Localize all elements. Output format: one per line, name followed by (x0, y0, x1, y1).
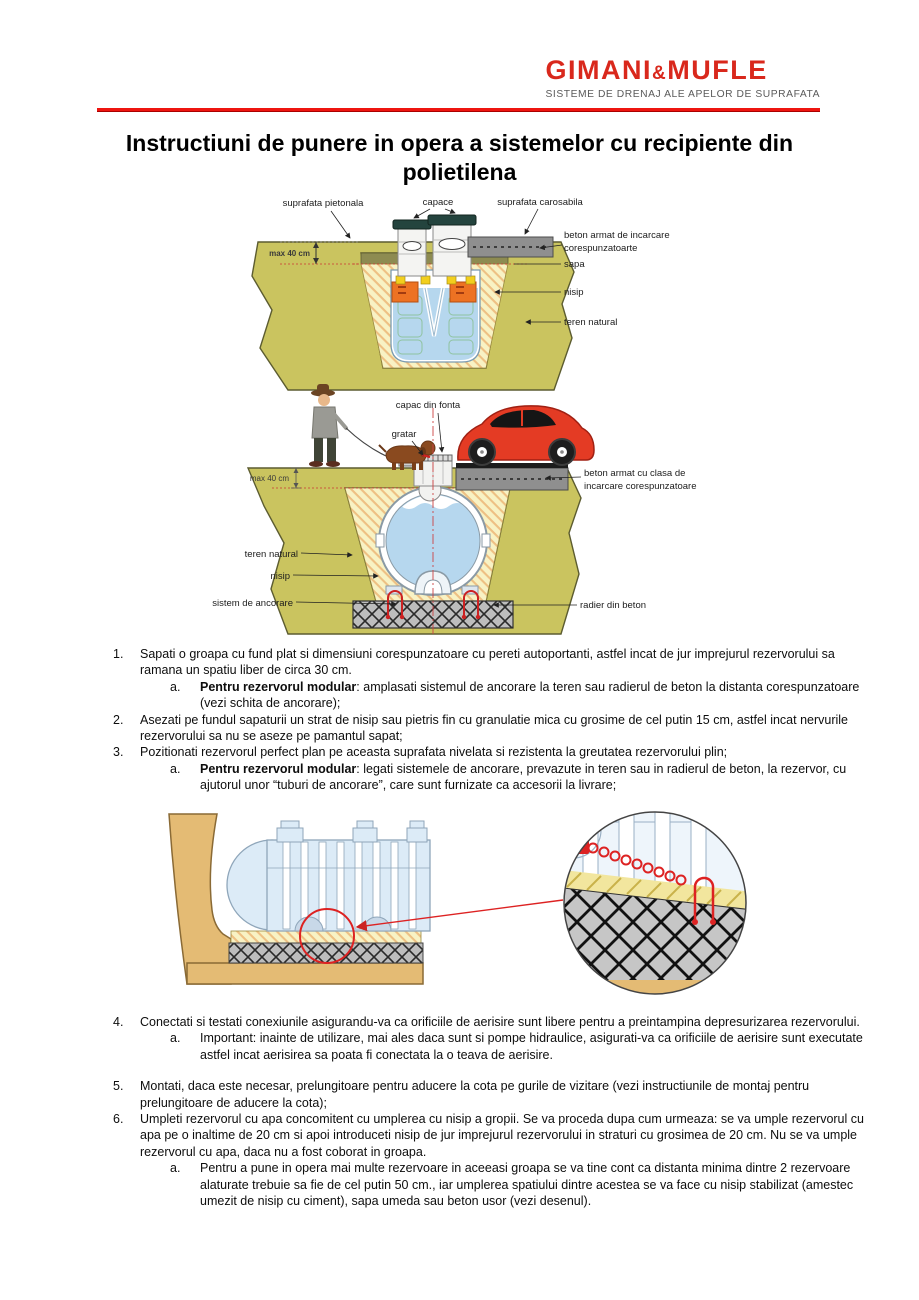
subitem-rest: Pentru a pune in opera mai multe rezervo… (200, 1161, 854, 1209)
item-number: 3. (113, 745, 124, 760)
concrete-slab (467, 236, 554, 258)
diagram-modular-tank-section: max 40 cm suprafata pietonala capace sup… (251, 197, 670, 391)
soil-tan (168, 813, 424, 985)
subitem-text: Pentru rezervorul modular: amplasati sis… (200, 679, 865, 712)
subitem-text: Pentru a pune in opera mai multe rezervo… (200, 1160, 865, 1209)
item-text: Sapati o groapa cu fund plat si dimensiu… (140, 647, 835, 678)
label-gratar: gratar (392, 429, 417, 440)
label-capace: capace (423, 197, 454, 208)
item-text: Montati, daca este necesar, prelungitoar… (140, 1079, 810, 1110)
detail-view-border (563, 811, 747, 995)
label-capac-din-fonta: capac din fonta (396, 400, 461, 411)
brand-part2: MUFLE (667, 55, 768, 85)
sand-layer (230, 930, 422, 944)
subitem-letter: a. (170, 679, 181, 694)
diagram-cylindrical-tank-section: max 40 cm capac din fonta gratar beton a… (212, 384, 696, 635)
modular-tank (226, 820, 431, 932)
subitem-letter: a. (170, 1161, 181, 1176)
label-teren-natural: teren natural (564, 317, 617, 328)
dimension-max40: max 40 cm (269, 241, 358, 265)
label-sistem-ancorare: sistem de ancorare (212, 598, 293, 609)
dimension-max40: max 40 cm (250, 467, 301, 489)
anchor-blocks (391, 275, 477, 303)
label-sapa: sapa (564, 259, 585, 270)
header-divider (97, 108, 820, 112)
list-subitem: a. Pentru rezervorul modular: amplasati … (170, 679, 865, 712)
instruction-list-1: 1. Sapati o groapa cu fund plat si dimen… (113, 646, 865, 794)
item-number: 1. (113, 647, 124, 661)
label-max40: max 40 cm (250, 474, 289, 483)
item-text: Conectati si testati conexiunile asigura… (140, 1015, 860, 1029)
brand-ampersand: & (651, 63, 668, 84)
access-risers (392, 214, 477, 277)
list-subitem: a. Pentru a pune in opera mai multe reze… (170, 1160, 865, 1209)
subitem-text: Pentru rezervorul modular: legati sistem… (200, 761, 865, 794)
subitem-bold: Pentru rezervorul modular (200, 761, 357, 776)
car-illustration (457, 405, 595, 466)
list-item: 5. Montati, daca este necesar, prelungit… (113, 1078, 865, 1111)
annotation-circle (299, 908, 355, 964)
list-item: 2. Asezati pe fundul sapaturii un strat … (113, 712, 865, 745)
list-subitem: a. Pentru rezervorul modular: legati sis… (170, 761, 865, 794)
page-title-line2: polietilena (402, 159, 517, 185)
label-beton-armat-2: incarcare corespunzatoare (584, 481, 696, 492)
label-suprafata-carosabila: suprafata carosabila (497, 197, 583, 208)
page-title: Instructiuni de punere in opera a sistem… (99, 129, 820, 187)
leader-lines (292, 412, 582, 608)
subitem-rest: : amplasati sistemul de ancorare la tere… (200, 679, 860, 711)
label-beton-armat-1: beton armat cu clasa de (584, 468, 685, 479)
label-teren-natural: teren natural (245, 549, 298, 560)
list-item: 3. Pozitionati rezervorul perfect plan p… (113, 744, 865, 760)
subitem-rest: : legati sistemele de ancorare, prevazut… (200, 761, 847, 793)
item-number: 4. (113, 1015, 124, 1029)
subitem-letter: a. (170, 1031, 181, 1046)
annotation-arrow (355, 899, 564, 932)
concrete-slab (455, 463, 569, 491)
item-text: Pozitionati rezervorul perfect plan pe a… (140, 745, 728, 760)
pedestrian-illustration (309, 384, 436, 470)
brand-tagline: SISTEME DE DRENAJ ALE APELOR DE SUPRAFAT… (545, 89, 820, 100)
subitem-bold: Pentru rezervorul modular (200, 679, 357, 694)
label-suprafata-pietonala: suprafata pietonala (283, 198, 365, 209)
label-nisip: nisip (270, 571, 290, 582)
item-number: 6. (113, 1112, 124, 1127)
brand-name: GIMANI&MUFLE (545, 57, 820, 87)
leader-lines (330, 208, 563, 325)
subitem-letter: a. (170, 761, 181, 776)
list-item: 4. Conectati si testati conexiunile asig… (113, 1014, 865, 1030)
item-number: 5. (113, 1079, 124, 1094)
label-max40: max 40 cm (269, 249, 310, 258)
item-text: Asezati pe fundul sapaturii un strat de … (140, 712, 849, 744)
label-beton-armat-2: corespunzatoarte (564, 243, 637, 254)
label-radier-din-beton: radier din beton (580, 600, 646, 611)
item-text: Umpleti rezervorul cu apa concomitent cu… (140, 1112, 864, 1159)
page-title-line1: Instructiuni de punere in opera a sistem… (125, 130, 794, 156)
list-item: 6. Umpleti rezervorul cu apa concomitent… (113, 1111, 865, 1160)
subitem-text: Important: inainte de utilizare, mai ale… (200, 1030, 865, 1063)
brand-part1: GIMANI (545, 55, 652, 85)
company-logo: GIMANI&MUFLE SISTEME DE DRENAJ ALE APELO… (545, 57, 820, 101)
diagram-anchoring-detail (168, 811, 747, 995)
label-nisip: nisip (564, 287, 584, 298)
list-subitem: a. Important: inainte de utilizare, mai … (170, 1030, 865, 1063)
list-item: 1. Sapati o groapa cu fund plat si dimen… (113, 646, 865, 679)
instruction-list-2: 4. Conectati si testati conexiunile asig… (113, 1014, 865, 1209)
anchor-straps (385, 585, 481, 620)
item-number: 2. (113, 712, 124, 727)
detail-view (564, 812, 746, 994)
concrete-raft (228, 942, 424, 964)
label-beton-armat-1: beton armat de incarcare (564, 230, 670, 241)
subitem-rest: Important: inainte de utilizare, mai ale… (200, 1031, 863, 1062)
